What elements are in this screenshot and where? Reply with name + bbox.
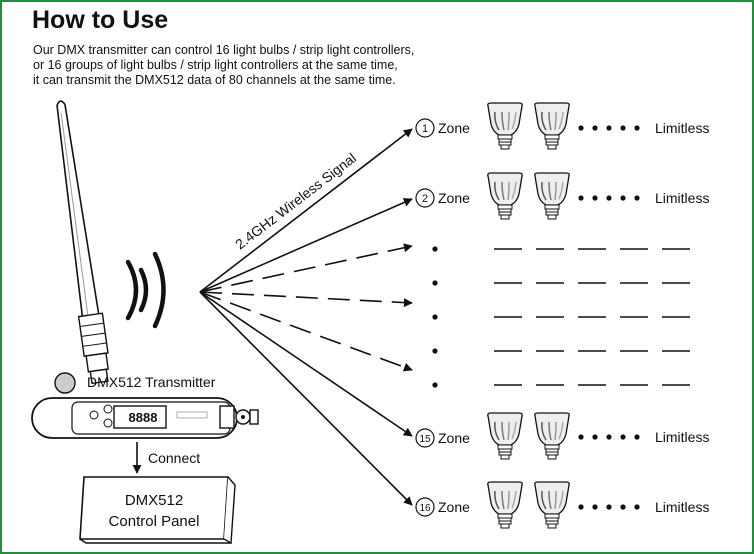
zone-row: 16 Zone Limitless — [415, 481, 709, 529]
zone-label: Zone — [438, 499, 470, 515]
light-bulb-icon — [534, 412, 570, 460]
light-bulb-icon — [534, 172, 570, 220]
zone-number: 16 — [419, 503, 431, 514]
signal-arrow-dashed-1 — [199, 243, 413, 293]
placeholder-rows — [432, 246, 702, 388]
zone-number: 15 — [419, 434, 431, 445]
panel-subtitle: Control Panel — [109, 513, 200, 530]
zone-row: 1 Zone Limitless — [415, 102, 709, 150]
light-bulb-icon — [487, 481, 523, 529]
ellipsis-dots — [578, 195, 640, 201]
signal-arrow-dashed-3 — [199, 291, 413, 372]
light-bulb-icon — [487, 102, 523, 150]
zone-row: 15 Zone Limitless — [415, 412, 709, 460]
description-line-2: or 16 groups of light bulbs / strip ligh… — [33, 58, 398, 72]
signal-label: 2.4GHz Wireless Signal — [232, 150, 359, 253]
description-line-1: Our DMX transmitter can control 16 light… — [33, 43, 415, 57]
ellipsis-dots — [578, 434, 640, 440]
light-bulb-icon — [487, 412, 523, 460]
zone-trail-label: Limitless — [655, 499, 709, 515]
light-bulb-icon — [487, 172, 523, 220]
signal-waves-icon — [125, 251, 166, 329]
antenna-icon — [56, 100, 109, 385]
transmitter-display: 8888 — [129, 410, 158, 425]
transmitter-label: DMX512 Transmitter — [87, 374, 216, 390]
zone-trail-label: Limitless — [655, 120, 709, 136]
zone-row: 2 Zone Limitless — [415, 172, 709, 220]
zone-trail-label: Limitless — [655, 429, 709, 445]
dmx-control-panel — [79, 476, 236, 545]
signal-arrow-zone-15 — [199, 291, 413, 437]
zone-number: 2 — [422, 193, 428, 205]
panel-title: DMX512 — [125, 492, 183, 509]
signal-arrow-zone-1 — [199, 128, 413, 293]
ellipsis-dots — [578, 504, 640, 510]
dmx-plug-icon — [219, 405, 259, 429]
description-line-3: it can transmit the DMX512 data of 80 ch… — [33, 73, 396, 87]
connect-label: Connect — [148, 450, 200, 466]
zone-label: Zone — [438, 190, 470, 206]
zone-trail-label: Limitless — [655, 190, 709, 206]
page-title: How to Use — [32, 6, 169, 34]
light-bulb-icon — [534, 102, 570, 150]
signal-arrow-zone-16 — [199, 291, 413, 506]
signal-arrow-dashed-2 — [199, 291, 413, 308]
light-bulb-icon — [534, 481, 570, 529]
dmx-transmitter — [31, 372, 259, 439]
ellipsis-dots — [578, 125, 640, 131]
zone-number: 1 — [422, 123, 428, 135]
zone-label: Zone — [438, 430, 470, 446]
signal-arrow-zone-2 — [199, 198, 413, 293]
zone-label: Zone — [438, 120, 470, 136]
